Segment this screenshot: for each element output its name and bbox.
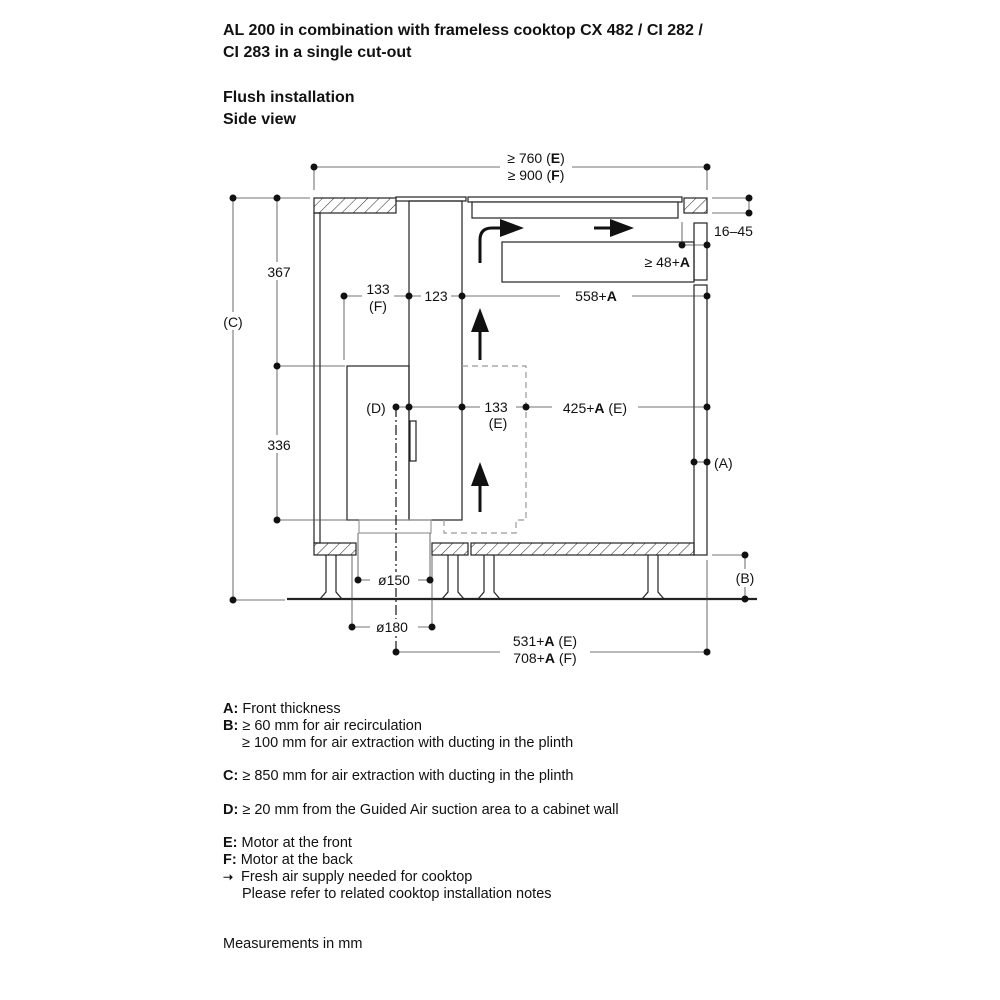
cooktop-glass-main (467, 196, 683, 203)
motor-handle (409, 420, 417, 462)
d133e-label: 133 (484, 399, 508, 415)
front-panel-lower (693, 284, 708, 556)
units-note: Measurements in mm (223, 936, 363, 952)
height-336-label: 336 (267, 437, 291, 453)
downdraft-column (408, 200, 463, 521)
d-label: (D) (366, 400, 385, 416)
title: AL 200 in combination with frameless coo… (223, 22, 703, 61)
width-e-label: ≥ 760 (E) (507, 150, 565, 166)
c-label: (C) (223, 314, 242, 330)
gap-16-45-label: 16–45 (714, 223, 753, 239)
d133f-key-label: (F) (369, 298, 387, 314)
legend-b: B: ≥ 60 mm for air recirculation≥ 100 mm… (223, 718, 574, 751)
d558-label: 558+A (575, 288, 617, 304)
drawer (501, 241, 695, 283)
dimension-points (229, 163, 753, 656)
height-367-label: 367 (267, 264, 291, 280)
d133e-key-label: (E) (489, 415, 508, 431)
b-label: (B) (736, 570, 755, 586)
cabinet-side-wall (313, 212, 321, 544)
legend-d: D: ≥ 20 mm from the Guided Air suction a… (223, 802, 619, 818)
cabinet-base-2 (431, 542, 469, 556)
cabinet-base-1 (313, 542, 357, 556)
legend-a: A: Front thickness (223, 701, 341, 717)
width-f-label: ≥ 900 (F) (508, 167, 565, 183)
worktop-right (683, 197, 708, 214)
front-panel-upper (693, 222, 708, 281)
airflow-arrows (471, 219, 634, 512)
legend-f: F: Motor at the back (223, 852, 353, 868)
worktop-left (313, 197, 397, 214)
d531-label: 531+A (E) (513, 633, 577, 649)
d425-label: 425+A (E) (563, 400, 627, 416)
d133f-label: 133 (366, 281, 390, 297)
diameter-150-label: ø150 (378, 572, 410, 588)
d708-label: 708+A (F) (513, 650, 576, 666)
cabinet-base-3 (470, 542, 695, 556)
a-label: (A) (714, 455, 733, 471)
cooktop-body (471, 201, 679, 219)
legend-e: E: Motor at the front (223, 835, 352, 851)
filter-box (358, 519, 432, 534)
drawer-gap-label: ≥ 48+A (645, 254, 690, 270)
legend-arrow: ➝Fresh air supply needed for cooktop Ple… (223, 869, 552, 902)
subtitle: Flush installation Side view (223, 89, 355, 128)
diameter-180-label: ø180 (376, 619, 408, 635)
motor-alt-position (443, 365, 527, 534)
arrow-icon: ➝ (223, 870, 234, 884)
d123-label: 123 (424, 288, 448, 304)
motor-unit (346, 365, 410, 521)
legend-c: C: ≥ 850 mm for air extraction with duct… (223, 768, 574, 784)
